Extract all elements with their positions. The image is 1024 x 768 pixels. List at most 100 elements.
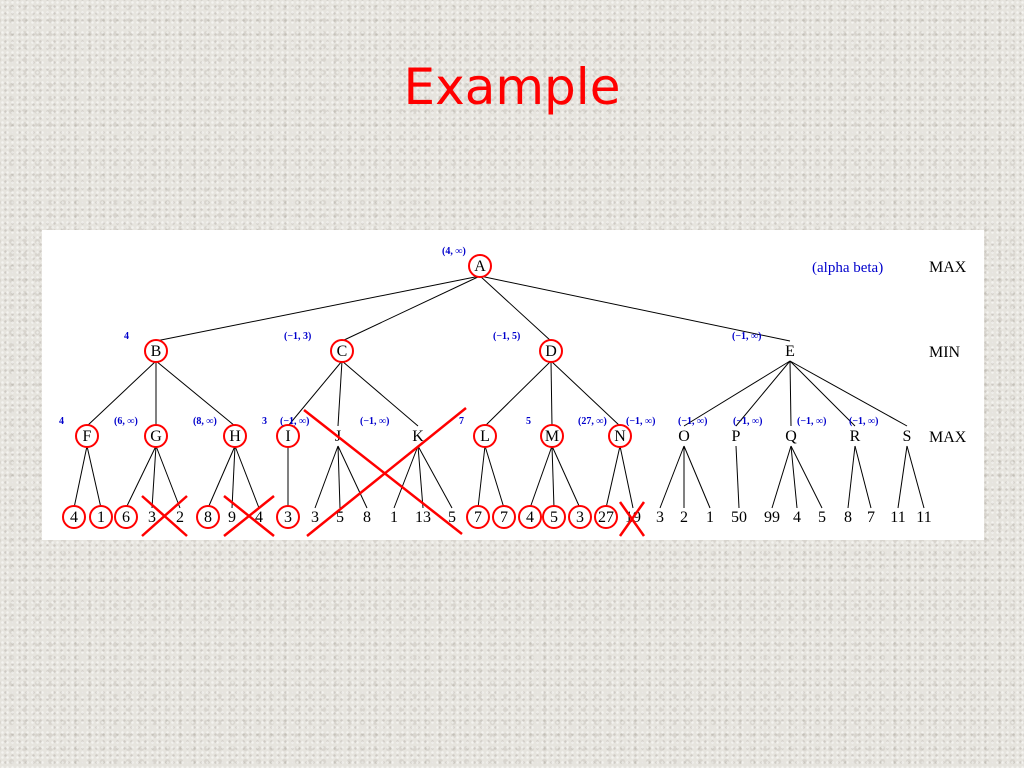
level-label-min: MIN xyxy=(929,344,961,361)
selected-node-circle xyxy=(144,339,168,363)
node-label: D xyxy=(545,343,557,360)
edge-H-leaf xyxy=(207,445,236,509)
leaf-value: 13 xyxy=(415,509,431,526)
node-label: K xyxy=(412,428,424,445)
edge-S-leaf xyxy=(897,445,908,509)
edge-N-leaf xyxy=(619,445,634,509)
leaf-label: 4 xyxy=(255,509,263,526)
leaf-label: 3 xyxy=(284,509,292,526)
pruned-leaves-cross xyxy=(141,495,188,537)
edge-O-leaf xyxy=(683,445,711,509)
leaf-label: 7 xyxy=(500,509,508,526)
node-l-max: L7 xyxy=(459,416,497,448)
level-label-max-bottom: MAX xyxy=(929,429,967,446)
edge-C-I xyxy=(287,360,343,427)
edge-J-leaf xyxy=(337,445,368,509)
edge-E-R xyxy=(789,360,856,427)
node-d-min: D (−1, 5) xyxy=(493,331,563,363)
node-bound: (−1, ∞) xyxy=(797,416,827,427)
edge-R-leaf xyxy=(847,445,856,509)
edge-M-leaf xyxy=(551,445,581,509)
leaf-value: 5 xyxy=(448,509,456,526)
node-label: M xyxy=(545,428,559,445)
selected-node-circle xyxy=(540,424,564,448)
edge-H-leaf xyxy=(231,445,236,509)
node-label: O xyxy=(678,428,690,445)
edge-P-leaf xyxy=(735,445,740,509)
edge-D-N xyxy=(550,360,621,427)
leaf-value: 5 xyxy=(542,505,566,529)
node-g-max: G(6, ∞) xyxy=(114,416,168,448)
pruned-leaves-cross xyxy=(618,501,646,537)
selected-leaf-circle xyxy=(492,505,516,529)
node-bound: 5 xyxy=(526,416,531,427)
edge-J-leaf xyxy=(314,445,339,509)
edge-K-leaf xyxy=(393,445,419,509)
edge-H-leaf xyxy=(234,445,260,509)
leaf-label: 13 xyxy=(415,509,431,526)
node-bound: (−1, ∞) xyxy=(732,331,762,342)
leaf-value: 3 xyxy=(311,509,319,526)
alpha-beta-legend: (alpha beta) xyxy=(812,260,883,276)
edge-A-B xyxy=(155,275,481,342)
leaf-value: 6 xyxy=(114,505,138,529)
selected-leaf-circle xyxy=(594,505,618,529)
node-bound: (−1, 3) xyxy=(284,331,311,342)
edge-N-leaf xyxy=(605,445,621,509)
edge-Q-leaf xyxy=(771,445,792,509)
edge-S-leaf xyxy=(906,445,925,509)
node-bound: 4 xyxy=(124,331,129,342)
selected-node-circle xyxy=(608,424,632,448)
node-r-max: R(−1, ∞) xyxy=(797,416,861,445)
node-label: B xyxy=(151,343,162,360)
leaf-value: 4 xyxy=(518,505,542,529)
leaf-value: 27 xyxy=(594,505,618,529)
node-bound: (−1, ∞) xyxy=(733,416,763,427)
leaf-label: 50 xyxy=(731,509,747,526)
leaf-label: 7 xyxy=(474,509,482,526)
prune-marks xyxy=(141,407,646,537)
node-bound: (8, ∞) xyxy=(193,416,217,427)
node-bound: (−1, ∞) xyxy=(626,416,656,427)
leaf-label: 3 xyxy=(148,509,156,526)
leaf-value: 4 xyxy=(793,509,801,526)
node-label: A xyxy=(474,258,486,275)
leaf-value: 7 xyxy=(492,505,516,529)
pruned-leaves-cross xyxy=(223,495,275,537)
leaf-label: 4 xyxy=(526,509,534,526)
node-bound: (−1, ∞) xyxy=(849,416,879,427)
leaf-label: 1 xyxy=(706,509,714,526)
leaf-label: 3 xyxy=(576,509,584,526)
node-bound: (−1, 5) xyxy=(493,331,520,342)
selected-leaf-circle xyxy=(466,505,490,529)
selected-leaf-circle xyxy=(542,505,566,529)
edge-E-Q xyxy=(789,360,792,427)
leaf-value: 7 xyxy=(466,505,490,529)
level-label-max-top: MAX xyxy=(929,259,967,276)
leaf-label: 4 xyxy=(70,509,78,526)
selected-leaf-circle xyxy=(114,505,138,529)
tree-leaves: 4163289433581135774532719321509945871111 xyxy=(62,505,932,529)
edge-J-leaf xyxy=(337,445,341,509)
edge-F-leaf xyxy=(86,445,102,509)
edge-L-leaf xyxy=(477,445,486,509)
leaf-label: 2 xyxy=(680,509,688,526)
node-o-max: O (−1, ∞) xyxy=(626,416,690,445)
leaf-value: 2 xyxy=(680,509,688,526)
node-n-max: N(27, ∞) xyxy=(578,416,632,448)
selected-node-circle xyxy=(276,424,300,448)
leaf-label: 99 xyxy=(764,509,780,526)
leaf-value: 4 xyxy=(255,509,263,526)
leaf-label: 7 xyxy=(867,509,875,526)
edge-A-D xyxy=(479,275,552,342)
node-q-max: Q(−1, ∞) xyxy=(733,416,797,445)
node-c-min: C(−1, 3) xyxy=(284,331,354,363)
leaf-label: 11 xyxy=(890,509,905,526)
leaf-value: 11 xyxy=(890,509,905,526)
node-label: G xyxy=(150,428,162,445)
leaf-label: 5 xyxy=(818,509,826,526)
edge-M-leaf xyxy=(551,445,555,509)
leaf-label: 5 xyxy=(550,509,558,526)
node-bound: 4 xyxy=(59,416,64,427)
leaf-value: 3 xyxy=(148,509,156,526)
